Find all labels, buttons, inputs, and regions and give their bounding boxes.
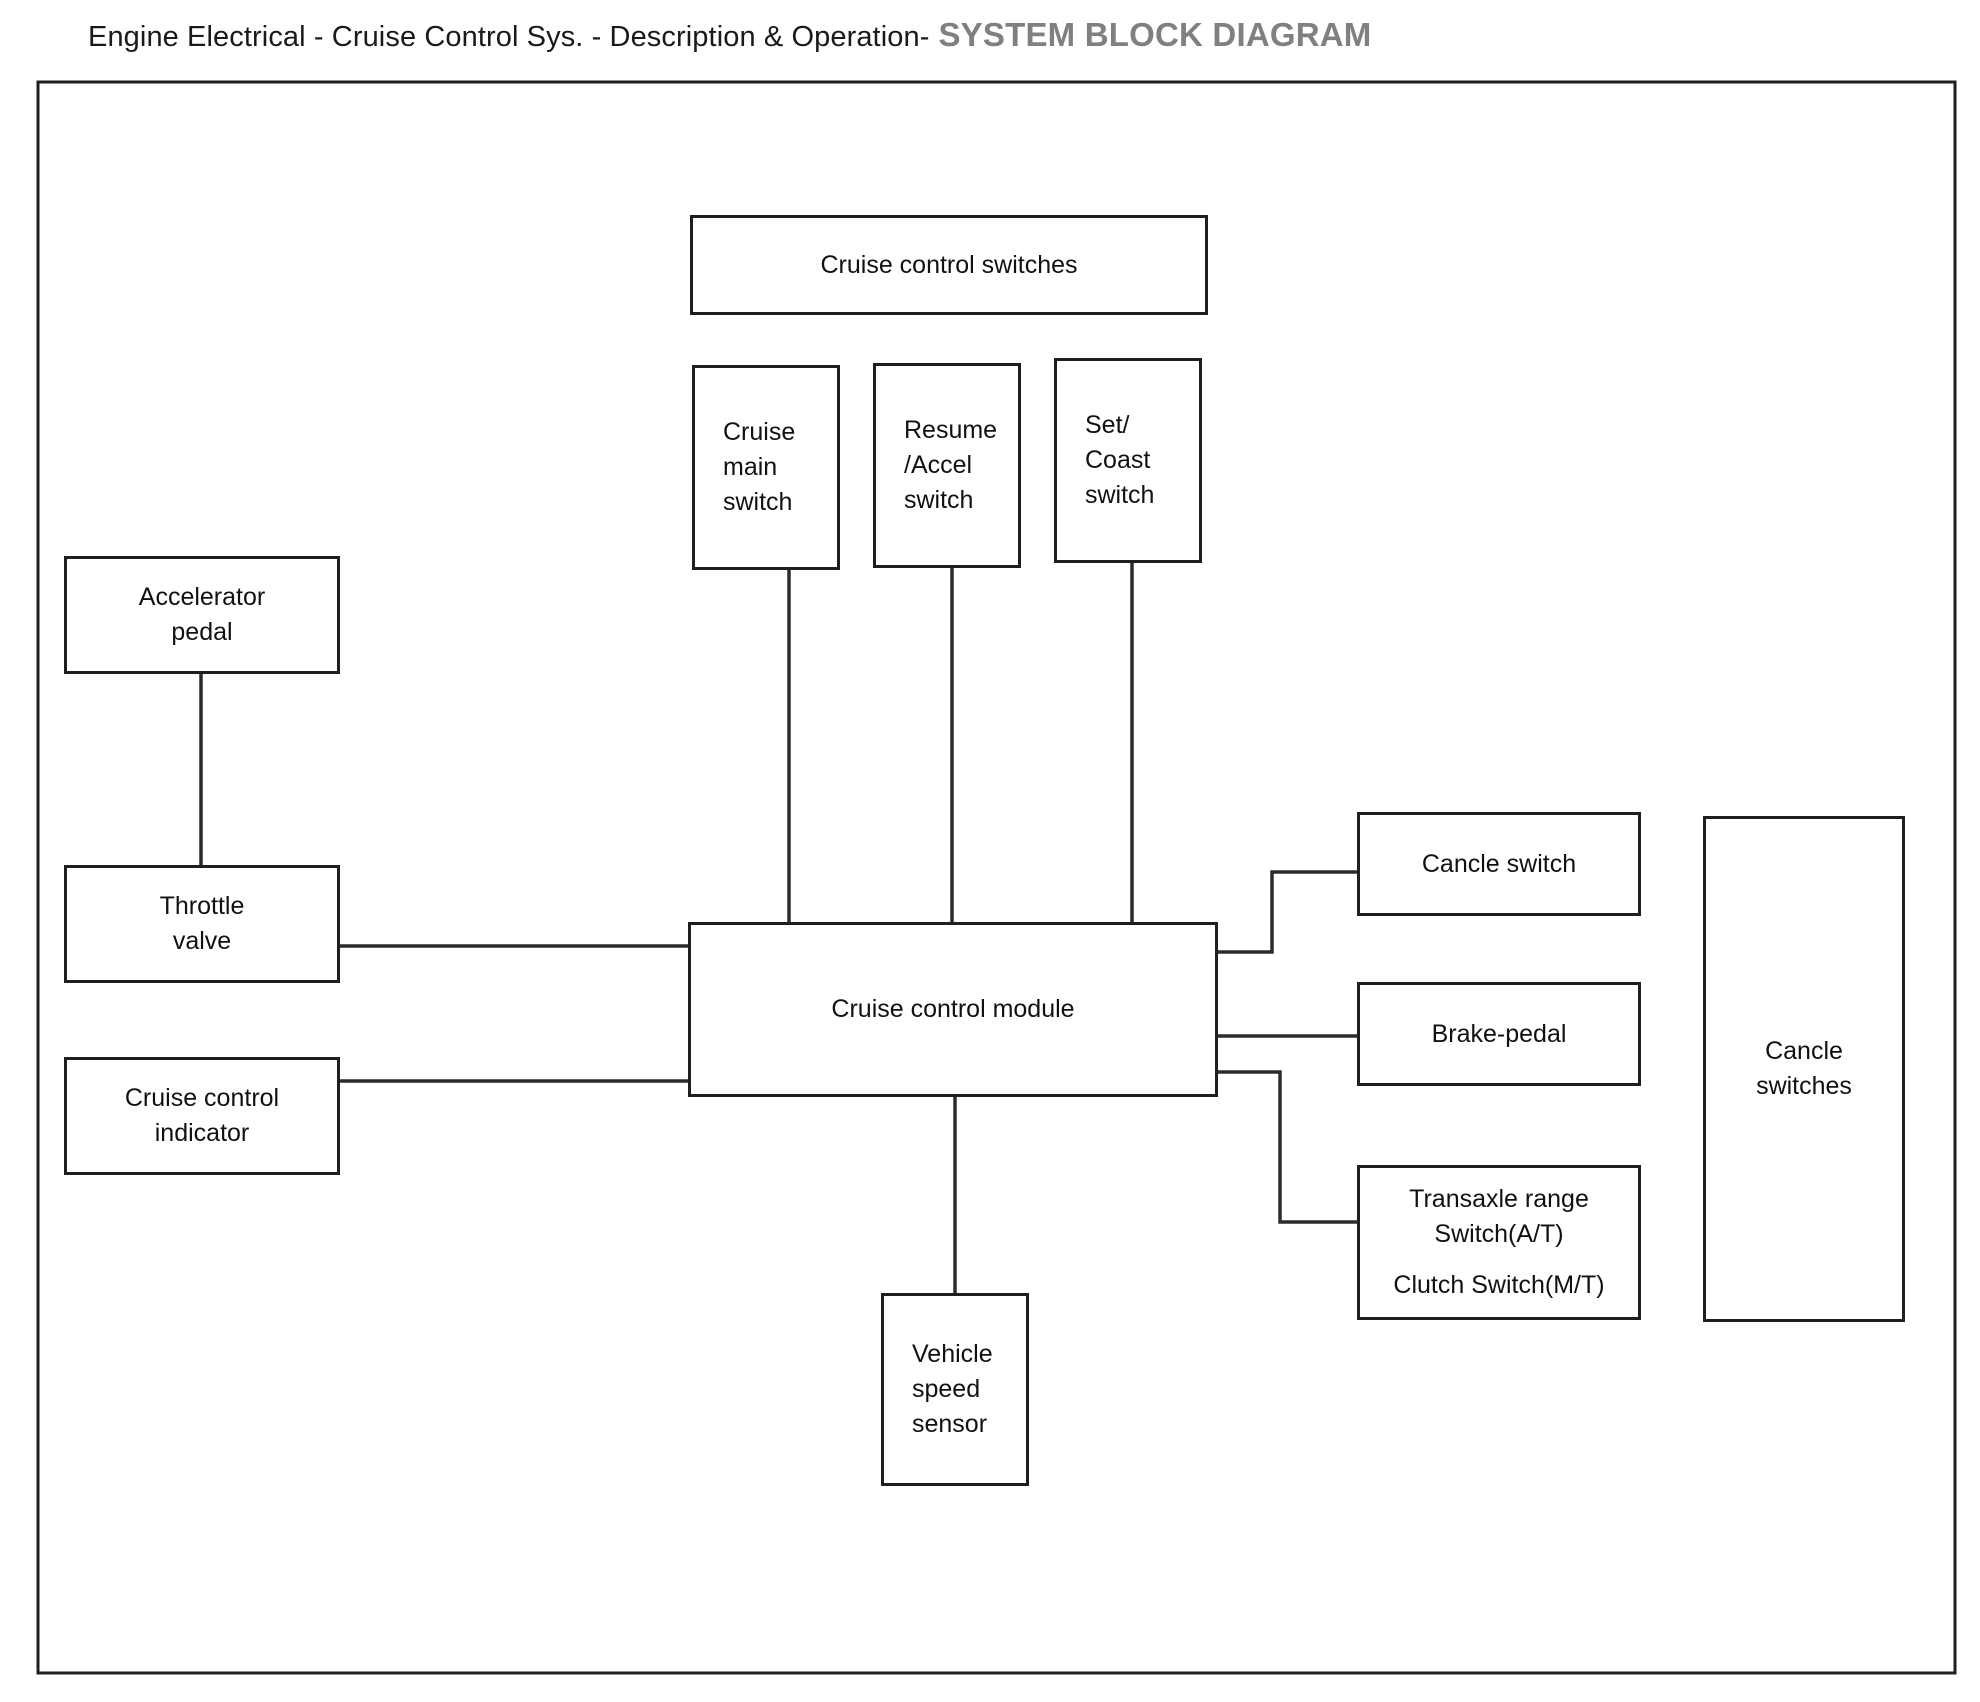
node-cancle-switch[interactable]: Cancle switch bbox=[1357, 812, 1641, 916]
node-label-throttle-valve: Throttle bbox=[159, 892, 245, 920]
node-label-resume-accel-switch: /Accel bbox=[904, 451, 973, 479]
node-label-accelerator-pedal: Accelerator bbox=[138, 583, 266, 611]
node-label-vehicle-speed-sensor: speed bbox=[912, 1375, 981, 1403]
connector-lines bbox=[199, 563, 1357, 1293]
node-label-cruise-control-indicator: Cruise control bbox=[124, 1084, 280, 1112]
node-cancle-switches-group[interactable]: Cancle switches bbox=[1703, 816, 1905, 1322]
node-label-cruise-main-switch: main bbox=[723, 453, 778, 481]
node-label-throttle-valve: valve bbox=[172, 927, 232, 955]
page-title: Engine Electrical - Cruise Control Sys. … bbox=[88, 16, 1371, 62]
node-cruise-main-switch[interactable]: Cruise main switch bbox=[692, 365, 840, 570]
node-label-transaxle-clutch-switch: Transaxle range bbox=[1409, 1185, 1589, 1213]
node-label-cancle-switches-group: Cancle bbox=[1765, 1037, 1843, 1065]
node-label-set-coast-switch: Set/ bbox=[1085, 411, 1130, 439]
node-throttle-valve[interactable]: Throttle valve bbox=[64, 865, 340, 983]
node-label-vehicle-speed-sensor: sensor bbox=[912, 1410, 988, 1438]
node-label-resume-accel-switch: Resume bbox=[904, 416, 998, 444]
node-label-resume-accel-switch: switch bbox=[904, 486, 974, 514]
node-resume-accel-switch[interactable]: Resume/Accel switch bbox=[873, 363, 1021, 568]
node-label-transaxle-clutch-switch: Clutch Switch(M/T) bbox=[1393, 1271, 1605, 1299]
node-accelerator-pedal[interactable]: Accelerator pedal bbox=[64, 556, 340, 674]
diagram-frame bbox=[36, 80, 1957, 1675]
node-cruise-control-indicator[interactable]: Cruise control indicator bbox=[64, 1057, 340, 1175]
node-label-cruise-control-module: Cruise control module bbox=[831, 995, 1075, 1023]
node-label-transaxle-clutch-switch: Switch(A/T) bbox=[1434, 1220, 1564, 1248]
node-label-cancle-switch: Cancle switch bbox=[1421, 849, 1577, 878]
node-label-vehicle-speed-sensor: Vehicle bbox=[912, 1340, 993, 1368]
node-label-set-coast-switch: Coast bbox=[1085, 446, 1151, 474]
title-main-text: Engine Electrical - Cruise Control Sys. … bbox=[88, 21, 930, 53]
node-label-brake-pedal: Brake-pedal bbox=[1431, 1019, 1567, 1048]
diagram-outer-frame bbox=[36, 80, 1957, 1675]
node-label-cancle-switches-group: switches bbox=[1756, 1072, 1852, 1100]
node-label-cruise-control-switches: Cruise control switches bbox=[820, 250, 1078, 279]
node-brake-pedal[interactable]: Brake-pedal bbox=[1357, 982, 1641, 1086]
node-set-coast-switch[interactable]: Set/Coast switch bbox=[1054, 358, 1202, 563]
node-label-accelerator-pedal: pedal bbox=[171, 618, 233, 646]
node-label-set-coast-switch: switch bbox=[1085, 481, 1155, 509]
node-cruise-control-switches[interactable]: Cruise control switches bbox=[690, 215, 1208, 315]
title-accent-text: SYSTEM BLOCK DIAGRAM bbox=[938, 16, 1372, 53]
node-cruise-control-module[interactable]: Cruise control module bbox=[688, 922, 1218, 1097]
node-label-cruise-control-indicator: indicator bbox=[154, 1119, 250, 1147]
node-label-cruise-main-switch: Cruise bbox=[723, 418, 796, 446]
conn-module-to-transaxle bbox=[1218, 1070, 1357, 1224]
conn-module-to-cancle-switch bbox=[1218, 870, 1357, 954]
node-vehicle-speed-sensor[interactable]: Vehicle speed sensor bbox=[881, 1293, 1029, 1486]
node-label-cruise-main-switch: switch bbox=[723, 488, 793, 516]
